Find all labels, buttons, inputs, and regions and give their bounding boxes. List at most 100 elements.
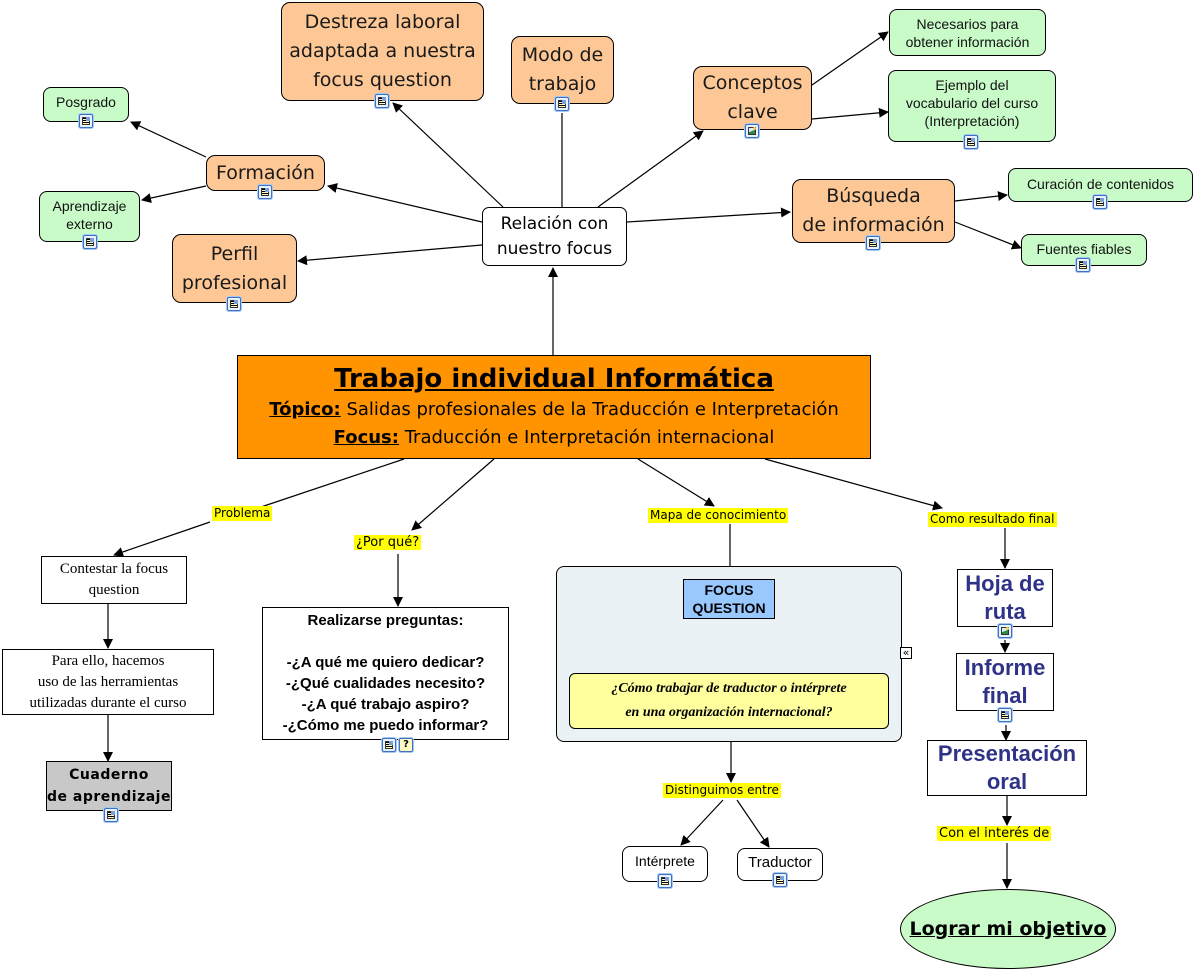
concept-destreza[interactable]: Destreza laboral adaptada a nuestra focu… — [281, 2, 484, 101]
ejemplo-line-2: vocabulario del curso — [905, 95, 1039, 111]
contestar-line-2: question — [88, 582, 140, 598]
link-formacion-posgrado — [130, 121, 207, 158]
conceptos-line-1: Conceptos — [702, 72, 803, 94]
concept-necesarios[interactable]: Necesarios para obtener información — [889, 9, 1046, 56]
question-line-1: ¿Cómo trabajar de traductor o intérprete — [611, 681, 847, 696]
link-relation-conceptos — [597, 130, 704, 208]
concept-lograr-objetivo[interactable]: Lograr mi objetivo — [900, 889, 1116, 969]
perfil-line-1: Perfil — [210, 242, 259, 265]
concept-preguntas[interactable]: Realizarse preguntas: -¿A qué me quiero … — [262, 607, 509, 740]
link-label-distinguimos[interactable]: Distinguimos entre — [663, 783, 781, 798]
link-relation-perfil — [297, 244, 483, 266]
link-problema-contestar — [113, 521, 211, 557]
link-main-problema — [257, 458, 405, 509]
link-busqueda-fuentes — [954, 221, 1022, 250]
ejemplo-line-3: (Interpretación) — [924, 113, 1020, 129]
ejemplo-line-1: Ejemplo del — [935, 77, 1009, 93]
focus-text: Traducción e Interpretación internaciona… — [398, 427, 775, 448]
focus-question-line-1: FOCUS — [704, 582, 754, 598]
concept-informe-final[interactable]: Informe final — [956, 653, 1054, 711]
concept-ejemplo-vocabulario[interactable]: Ejemplo del vocabulario del curso (Inter… — [888, 70, 1056, 142]
para-ello-line-2: uso de las herramientas — [37, 673, 179, 690]
interprete-label: Intérprete — [635, 853, 695, 869]
para-ello-line-1: Para ello, hacemos — [51, 652, 165, 669]
cuaderno-line-2: de aprendizaje — [47, 789, 171, 805]
focus-question-line-2: QUESTION — [692, 600, 766, 616]
aprendizaje-line-2: externo — [66, 216, 113, 232]
busqueda-line-2: de información — [802, 214, 945, 236]
pregunta-item: -¿Qué cualidades necesito? — [285, 675, 486, 692]
focus-line: Focus: Traducción e Interpretación inter… — [334, 424, 775, 452]
link-distinguimos-interprete — [680, 799, 724, 846]
presentacion-line-2: oral — [986, 769, 1028, 794]
pregunta-item: -¿A qué trabajo aspiro? — [301, 696, 470, 713]
informe-line-1: Informe — [964, 655, 1046, 680]
document-resource-icon[interactable] — [658, 874, 672, 888]
image-resource-icon[interactable] — [998, 624, 1012, 638]
destreza-line-2: adaptada a nuestra — [289, 40, 476, 62]
document-resource-icon[interactable] — [104, 808, 118, 822]
hoja-line-1: Hoja de — [965, 571, 1045, 596]
image-resource-icon[interactable] — [745, 124, 759, 138]
pregunta-item: -¿A qué me quiero dedicar? — [286, 654, 485, 671]
necesarios-line-2: obtener información — [905, 33, 1030, 50]
document-resource-icon[interactable] — [375, 94, 389, 108]
document-resource-icon[interactable] — [773, 873, 787, 887]
aprendizaje-line-1: Aprendizaje — [52, 198, 127, 214]
link-main-mapa — [637, 458, 715, 507]
document-resource-icon[interactable] — [964, 135, 978, 149]
concept-contestar[interactable]: Contestar la focus question — [41, 556, 187, 604]
conceptos-line-2: clave — [727, 101, 778, 123]
concept-busqueda[interactable]: Búsqueda de información — [792, 179, 955, 243]
main-concept[interactable]: Trabajo individual Informática Tópico: S… — [237, 355, 871, 459]
collapse-icon: « — [902, 646, 910, 659]
presentacion-line-1: Presentación — [937, 741, 1077, 766]
cuaderno-line-1: Cuaderno — [69, 767, 149, 783]
document-resource-icon[interactable] — [998, 708, 1012, 722]
collapse-toggle[interactable]: « — [900, 647, 912, 659]
document-resource-icon[interactable] — [83, 235, 97, 249]
perfil-line-2: profesional — [181, 271, 288, 294]
concept-presentacion-oral[interactable]: Presentación oral — [927, 740, 1087, 796]
document-resource-icon[interactable] — [79, 114, 93, 128]
help-resource-icon[interactable]: ? — [399, 738, 413, 752]
main-title: Trabajo individual Informática — [334, 364, 774, 394]
topic-label: Tópico: — [269, 399, 341, 420]
link-main-resultado — [764, 458, 943, 511]
link-label-interes[interactable]: Con el interés de — [937, 826, 1052, 841]
concept-posgrado[interactable]: Posgrado — [43, 87, 129, 122]
busqueda-line-1: Búsqueda — [826, 185, 921, 207]
link-label-por-que[interactable]: ¿Por qué? — [354, 535, 422, 550]
link-label-mapa[interactable]: Mapa de conocimiento — [648, 508, 789, 523]
link-formacion-aprendizaje — [141, 185, 207, 203]
link-conceptos-ejemplo — [811, 107, 889, 120]
link-busqueda-curacion — [954, 191, 1008, 202]
link-main-porque — [411, 458, 495, 531]
concept-cuaderno[interactable]: Cuaderno de aprendizaje — [46, 761, 172, 811]
document-resource-icon[interactable] — [382, 738, 396, 752]
link-relation-busqueda — [626, 207, 791, 223]
concept-hoja-de-ruta[interactable]: Hoja de ruta — [957, 569, 1053, 627]
concept-para-ello[interactable]: Para ello, hacemos uso de las herramient… — [2, 649, 214, 715]
relation-node[interactable]: Relación con nuestro focus — [482, 207, 627, 266]
link-label-resultado[interactable]: Como resultado final — [928, 512, 1057, 527]
document-resource-icon[interactable] — [227, 297, 241, 311]
document-resource-icon[interactable] — [258, 185, 272, 199]
traductor-label: Traductor — [748, 854, 812, 871]
modo-line-1: Modo de — [521, 44, 604, 66]
concept-modo-trabajo[interactable]: Modo de trabajo — [511, 36, 614, 104]
objetivo-label: Lograr mi objetivo — [909, 918, 1107, 940]
concept-perfil-profesional[interactable]: Perfil profesional — [172, 234, 297, 303]
document-resource-icon[interactable] — [1093, 195, 1107, 209]
link-relation-destreza — [392, 102, 504, 208]
informe-line-2: final — [982, 683, 1028, 708]
document-resource-icon[interactable] — [1076, 258, 1090, 272]
link-label-problema[interactable]: Problema — [212, 506, 273, 521]
concept-focus-question[interactable]: FOCUS QUESTION — [683, 579, 775, 619]
concept-question[interactable]: ¿Cómo trabajar de traductor o intérprete… — [569, 673, 889, 729]
concept-aprendizaje-externo[interactable]: Aprendizaje externo — [39, 191, 140, 242]
document-resource-icon[interactable] — [866, 236, 880, 250]
document-resource-icon[interactable] — [555, 97, 569, 111]
concept-conceptos-clave[interactable]: Conceptos clave — [693, 66, 812, 130]
